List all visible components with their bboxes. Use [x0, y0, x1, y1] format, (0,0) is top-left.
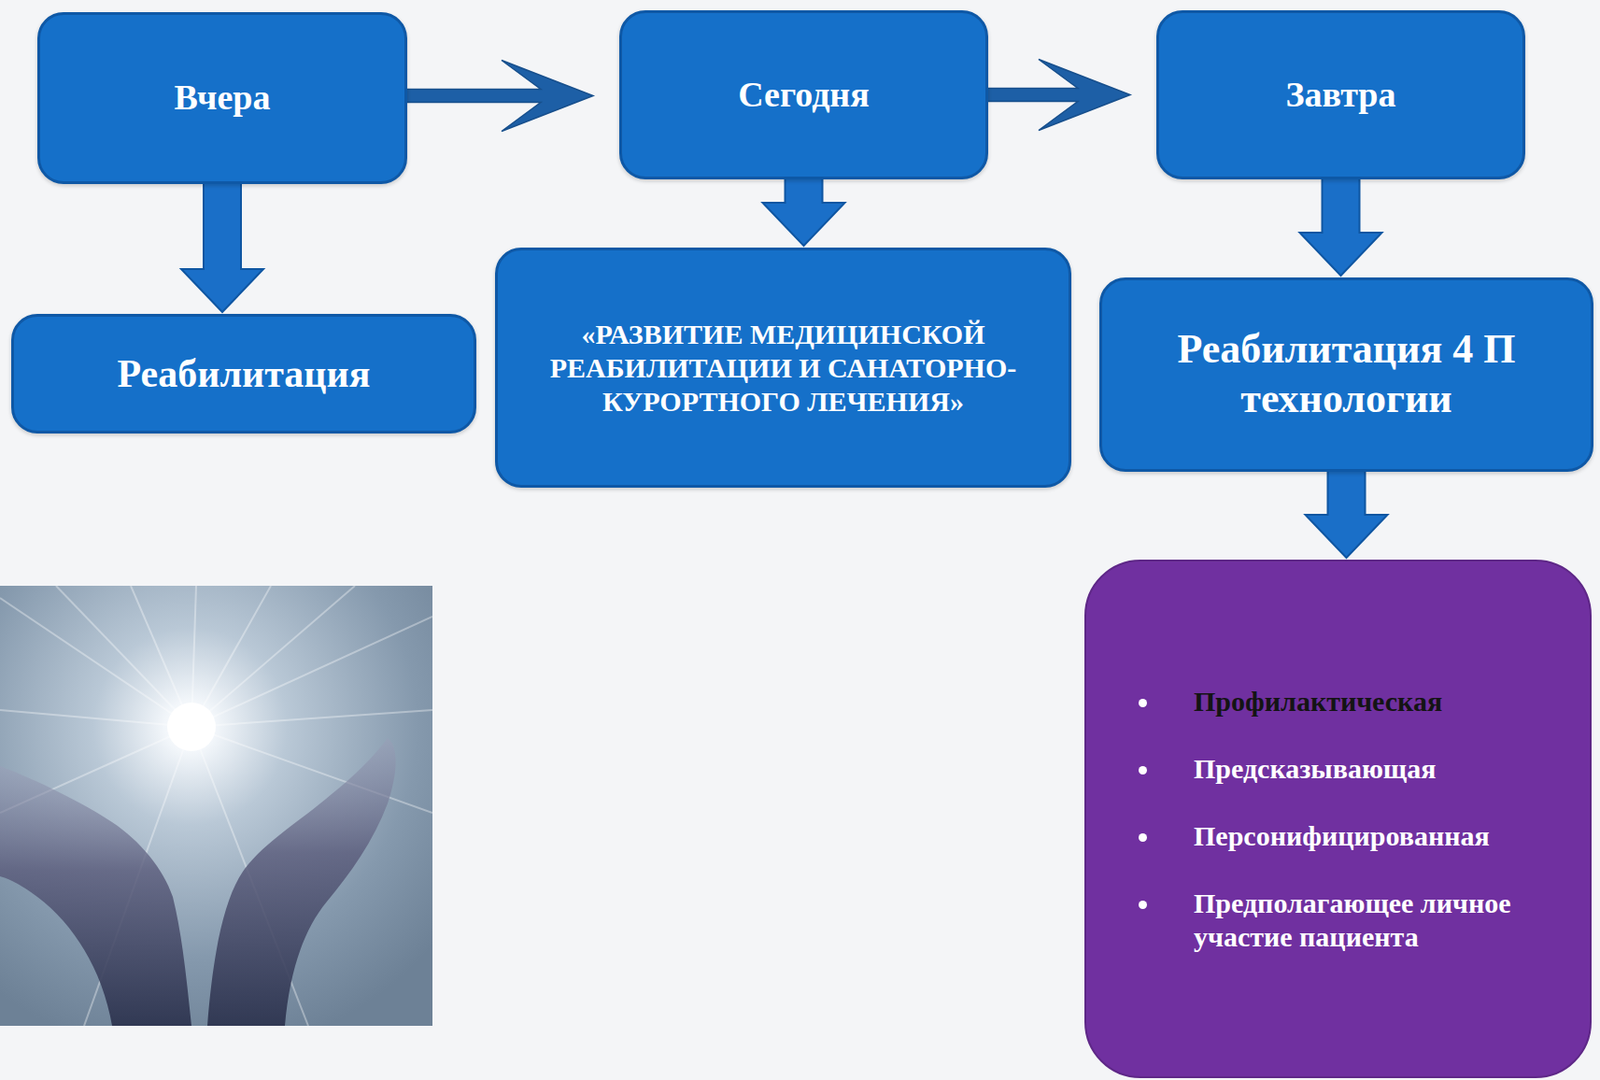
box-text: «РАЗВИТИЕ МЕДИЦИНСКОЙ РЕАБИЛИТАЦИИ И САН… [531, 317, 1036, 419]
block-arrow [181, 183, 264, 312]
list-text: Персонифицированная [1193, 819, 1490, 853]
block-arrow [1305, 470, 1388, 558]
program-box: «РАЗВИТИЕ МЕДИЦИНСКОЙ РЕАБИЛИТАЦИИ И САН… [495, 247, 1072, 488]
block-arrow [406, 60, 594, 132]
period-box: Завтра [1156, 10, 1526, 180]
bullet [1138, 765, 1147, 775]
box-text: Реабилитация 4 П технологии [1127, 325, 1567, 425]
bullet [1138, 698, 1147, 708]
box-text: Вчера [174, 76, 271, 120]
period-box: Сегодня [619, 10, 989, 180]
process-box: Реабилитация [11, 313, 477, 434]
block-arrow [763, 178, 846, 246]
list-text: Предполагающее личное участие пациента [1193, 886, 1549, 954]
period-box: Вчера [37, 12, 408, 185]
block-arrow [987, 59, 1131, 131]
process-box: Реабилитация 4 П технологии [1099, 277, 1594, 472]
box-text: Реабилитация [117, 350, 371, 397]
list-text: Профилактическая [1193, 684, 1443, 719]
hands-picture [0, 585, 433, 1026]
list-item: Предсказывающая [1138, 751, 1436, 786]
list-box: ПрофилактическаяПредсказывающаяПерсонифи… [1084, 559, 1592, 1078]
bullet [1138, 833, 1147, 842]
list-item: Персонифицированная [1138, 819, 1490, 853]
box-text: Сегодня [737, 73, 870, 117]
box-text: Завтра [1286, 73, 1397, 117]
list-item: Профилактическая [1138, 684, 1443, 719]
list-item: Предполагающее личное участие пациента [1138, 886, 1549, 954]
block-arrow [1300, 178, 1383, 276]
list-text: Предсказывающая [1193, 751, 1436, 786]
bullet [1138, 900, 1147, 909]
